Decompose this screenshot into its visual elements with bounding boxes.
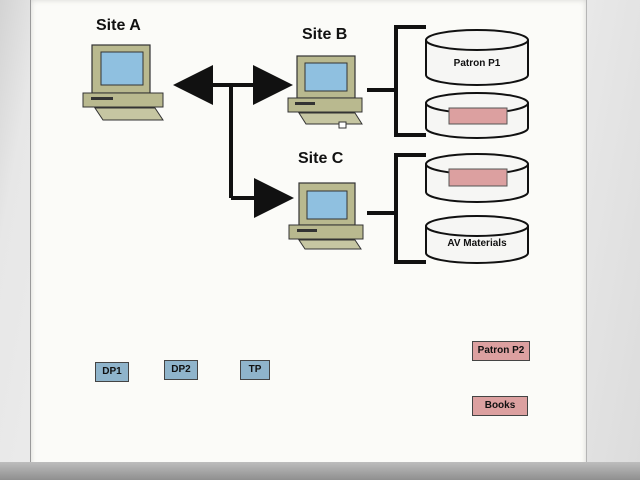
database-patron-p1-label: Patron P1	[454, 58, 501, 69]
pink-fragment-rect	[448, 168, 508, 187]
fragment-dp1-box[interactable]: DP1	[95, 362, 129, 382]
fragment-tp-box[interactable]: TP	[240, 360, 270, 380]
database-av-materials-icon[interactable]: AV Materials	[425, 215, 529, 264]
pink-fragment-rect	[448, 107, 508, 125]
site-c-label: Site C	[298, 150, 344, 167]
site-a-computer-icon[interactable]	[82, 44, 164, 121]
site-a-label: Site A	[96, 17, 141, 34]
site-c-storage-bracket	[367, 153, 426, 264]
database-patron-p1-icon[interactable]: Patron P1	[425, 29, 529, 86]
fragment-books-box[interactable]: Books	[472, 396, 528, 416]
diagram-canvas: Site A Site B Site C	[30, 0, 587, 470]
fragment-dp2-box[interactable]: DP2	[164, 360, 198, 380]
database-site-b-2-icon[interactable]	[425, 92, 529, 139]
monitor-bezel	[0, 462, 640, 480]
site-c-computer-icon[interactable]	[288, 182, 364, 250]
fragment-patron-p2-box[interactable]: Patron P2	[472, 341, 530, 361]
database-site-c-1-icon[interactable]	[425, 153, 529, 203]
site-b-computer-icon[interactable]	[287, 55, 363, 129]
site-b-storage-bracket	[367, 25, 426, 137]
site-b-label: Site B	[302, 26, 348, 43]
database-av-materials-label: AV Materials	[447, 238, 507, 249]
network-diagram: Patron P1 AV Materials	[82, 25, 529, 264]
